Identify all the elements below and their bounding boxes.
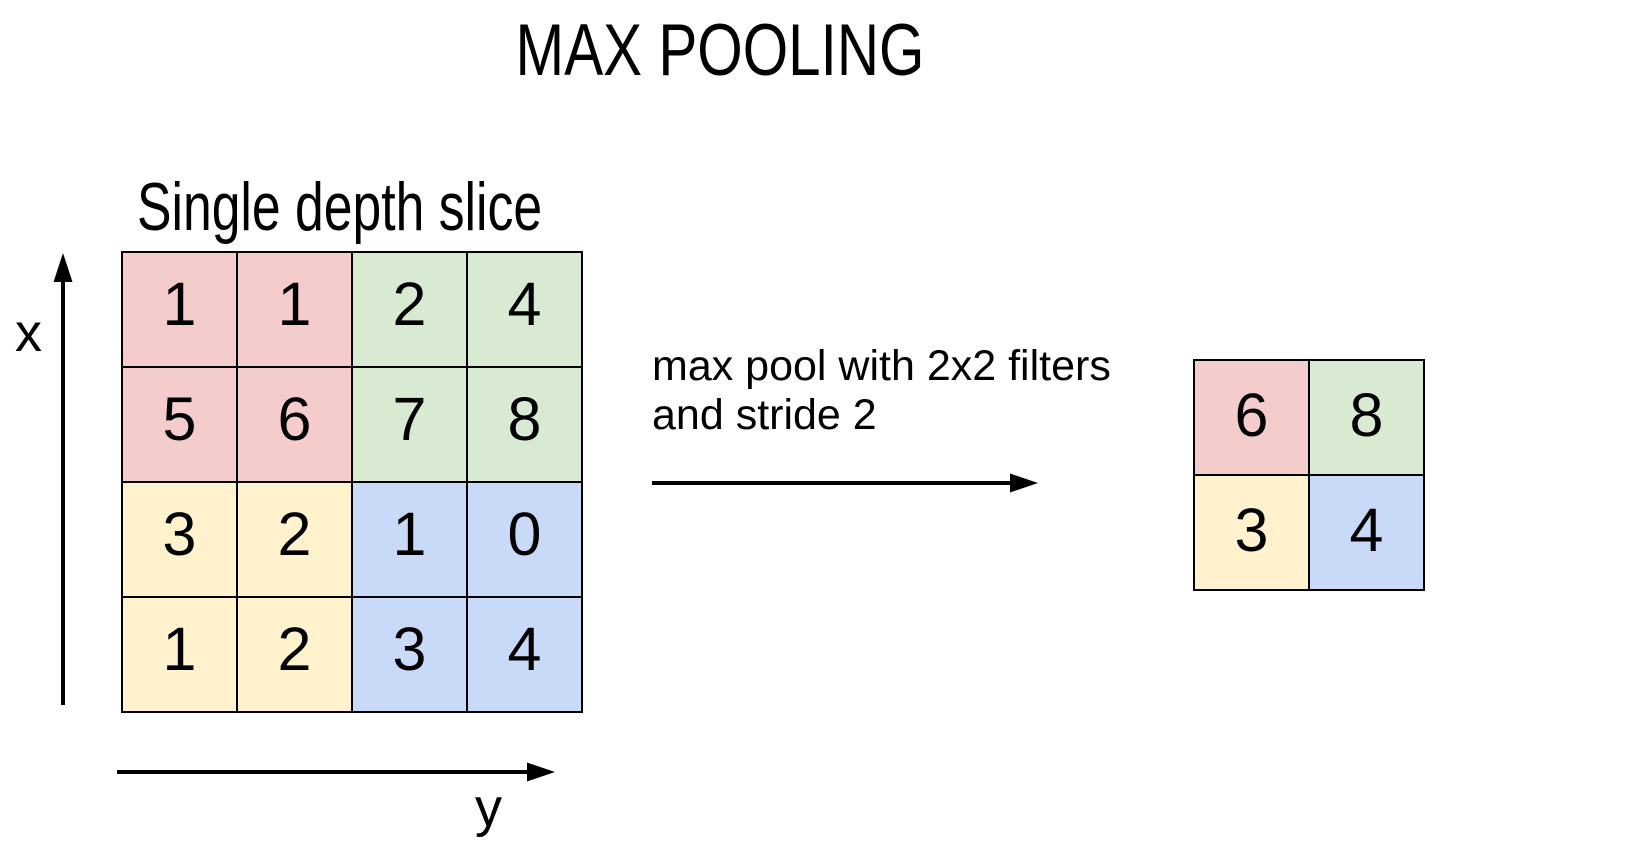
grid-cell: 4 — [1309, 475, 1424, 590]
grid-cell-value: 6 — [277, 385, 312, 453]
x-axis-label: x — [15, 303, 42, 363]
grid-cell-value: 8 — [507, 385, 542, 453]
pooling-arrow — [652, 473, 1038, 493]
grid-cell-value: 3 — [1234, 496, 1269, 564]
slide-title: MAX POOLING — [515, 10, 925, 91]
grid-cell-value: 2 — [277, 500, 312, 568]
grid-cell-value: 2 — [277, 615, 312, 683]
grid-cell: 2 — [237, 597, 352, 712]
grid-cell-value: 1 — [162, 615, 197, 683]
grid-cell: 1 — [237, 252, 352, 367]
grid-cell: 5 — [122, 367, 237, 482]
grid-cell: 2 — [237, 482, 352, 597]
input-grid: 1 1 2 4 5 6 7 8 3 2 1 0 1 2 3 4 — [121, 251, 583, 713]
grid-cell-value: 2 — [392, 270, 427, 338]
grid-cell: 4 — [467, 597, 582, 712]
grid-cell-value: 1 — [162, 270, 197, 338]
grid-cell-value: 0 — [507, 500, 542, 568]
grid-cell-value: 3 — [392, 615, 427, 683]
input-grid-label: Single depth slice — [137, 169, 543, 245]
grid-cell: 4 — [467, 252, 582, 367]
operation-label-line1: max pool with 2x2 filters — [652, 342, 1111, 390]
grid-cell: 7 — [352, 367, 467, 482]
grid-cell: 8 — [1309, 360, 1424, 475]
operation-label: max pool with 2x2 filters and stride 2 — [652, 342, 1111, 440]
grid-cell: 6 — [1194, 360, 1309, 475]
output-grid: 6 8 3 4 — [1193, 359, 1425, 591]
x-axis-arrow — [53, 253, 73, 705]
grid-cell: 0 — [467, 482, 582, 597]
y-axis-label: y — [475, 778, 502, 838]
grid-cell-value: 5 — [162, 385, 197, 453]
grid-cell-value: 4 — [507, 615, 542, 683]
grid-cell-value: 1 — [277, 270, 312, 338]
grid-cell-value: 8 — [1349, 381, 1384, 449]
grid-cell: 3 — [1194, 475, 1309, 590]
grid-cell: 1 — [352, 482, 467, 597]
grid-cell: 3 — [352, 597, 467, 712]
grid-cell-value: 1 — [392, 500, 427, 568]
grid-cell-value: 6 — [1234, 381, 1269, 449]
grid-cell: 6 — [237, 367, 352, 482]
grid-cell-value: 4 — [1349, 496, 1384, 564]
grid-cell-value: 7 — [392, 385, 427, 453]
grid-cell-value: 3 — [162, 500, 197, 568]
grid-cell: 3 — [122, 482, 237, 597]
grid-cell: 1 — [122, 597, 237, 712]
grid-cell: 2 — [352, 252, 467, 367]
operation-label-line2: and stride 2 — [652, 391, 877, 439]
grid-cell: 8 — [467, 367, 582, 482]
grid-cell-value: 4 — [507, 270, 542, 338]
grid-cell: 1 — [122, 252, 237, 367]
